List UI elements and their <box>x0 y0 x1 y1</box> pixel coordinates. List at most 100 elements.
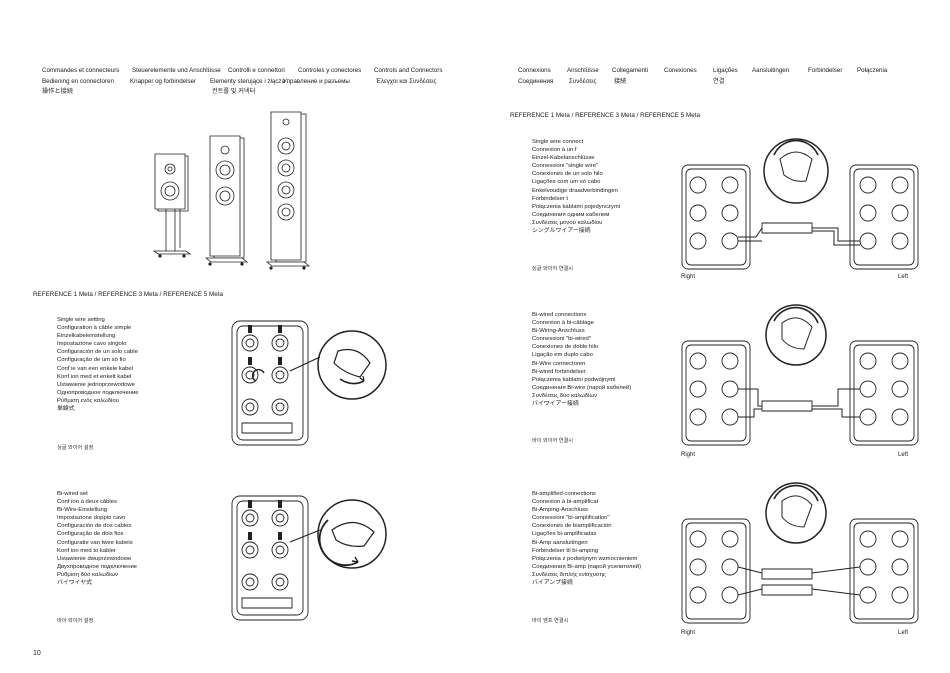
header-left-r1-2: Controlli e connettori <box>228 67 285 74</box>
header-left-r2-0: Bediening en connectoren <box>42 78 114 85</box>
list-item: Połączenia kablami pojedynczymi <box>532 203 621 210</box>
header-right-r1-6: Forbindelser <box>808 67 843 74</box>
list-item: Connessioni "bi-amplification" <box>532 515 610 522</box>
single-wire-connect-korean: 싱글 와이어 연결시 <box>532 266 574 272</box>
list-item: Συνδέσεις μονού καλωδίου <box>532 219 603 226</box>
bi-wired-set-diagram <box>228 490 388 625</box>
header-right-r1-0: Connexions <box>518 67 551 74</box>
list-item: Configuração de dois fios <box>57 531 124 538</box>
list-item: Połączenia kablami podwójnymi <box>532 376 616 383</box>
header-right-r2-0: Соединения <box>518 78 554 85</box>
header-left-r2-4: Έλεγχοι και Συνδέσεις <box>376 78 437 85</box>
header-left-r1-0: Commandes et connecteurs <box>42 67 120 74</box>
header-left-r3-0: 操作と接続 <box>42 88 73 95</box>
list-item: Einzelkabeleinstellung <box>57 333 116 340</box>
page-number: 10 <box>33 650 41 657</box>
list-item: バイワイヤ式 <box>57 580 93 587</box>
header-right-r1-5: Aansluitingen <box>752 67 790 74</box>
header-left-r2-2: Elementy sterujące i złącza <box>210 78 285 85</box>
bi-wired-set-korean: 바이 와이어 설정 <box>57 618 94 624</box>
list-item: Połączenia z podwójnym wzmocnieniem <box>532 555 638 562</box>
header-left-r3-2: 컨트롤 및 커넥터 <box>212 88 256 95</box>
list-item: Configuration à câble simple <box>57 325 132 332</box>
list-item: Bi-Amp aansluitingen <box>532 539 588 546</box>
bi-wired-connections-diagram <box>678 305 918 451</box>
list-item: Connessioni "bi-wired" <box>532 336 591 343</box>
list-item: Bi-Wire connectoren <box>532 360 586 367</box>
list-item: Single wire setting <box>57 317 105 323</box>
list-item: Konf ion med to kabler <box>57 547 116 554</box>
list-item: Bi-Wire-Einstellung <box>57 507 108 514</box>
header-left-r2-3: Управление и разъемы <box>283 78 350 85</box>
list-item: Conf ie van een enkele kabel <box>57 365 133 372</box>
list-item: Соединения Bi-amp (парой усилителей) <box>532 563 642 570</box>
list-item: Однопроводное подключение <box>57 389 139 396</box>
list-item: Configuração de um só fio <box>57 357 126 364</box>
list-item: Bi-amplified connections <box>532 491 596 497</box>
right-speaker-label-3: Right <box>681 630 696 636</box>
list-item: バイワイアー接続 <box>532 401 579 408</box>
single-wire-connect-list: Single wire connect Connexion à un f Ein… <box>532 138 620 235</box>
header-left-r1-4: Controls and Connectors <box>374 67 443 74</box>
list-item: Соединения одним кабелем <box>532 211 610 218</box>
right-reference-models: REFERENCE 1 Meta / REFERENCE 3 Meta / RE… <box>510 112 701 119</box>
list-item: Einzel-Kabelanschlüsse <box>532 155 595 162</box>
list-item: Συνδέσεις δύο καλωδίων <box>532 392 598 399</box>
list-item: Двухпроводное подключение <box>57 563 138 570</box>
header-right-r2-2: 接続 <box>614 78 627 85</box>
list-item: Bi-wired connections <box>532 312 587 318</box>
left-reference-models: REFERENCE 1 Meta / REFERENCE 3 Meta / RE… <box>33 291 224 298</box>
list-item: Impostazione doppio cavo <box>57 515 126 522</box>
list-item: Ligações bi-amplificadas <box>532 531 597 538</box>
left-speaker-label-2: Left <box>898 452 909 458</box>
list-item: 単線式 <box>57 406 75 413</box>
header-left-r2-1: Knapper og forbindelser <box>130 78 197 85</box>
single-wire-setting-list: Single wire setting Configuration à câbl… <box>57 316 139 413</box>
bi-amplified-connections-list: Bi-amplified connections Connexion à bi-… <box>532 490 641 587</box>
list-item: Enkelvoudige draadverbindingen <box>532 187 618 194</box>
bi-amplified-connections-diagram <box>678 483 918 629</box>
list-item: Single wire connect <box>532 139 584 145</box>
list-item: Configuración de dos cables <box>57 523 132 530</box>
list-item: Forbindelser til bi-amping <box>532 547 599 554</box>
list-item: Connexion à bi-amplificat <box>532 499 599 506</box>
list-item: Conf ion à deux câbles <box>57 499 117 506</box>
speaker-family-illustration <box>150 108 330 270</box>
list-item: Connexion à un f <box>532 147 577 154</box>
list-item: Configuración de un solo cable <box>57 349 138 356</box>
list-item: Соединения Bi-wire (парой кабелей) <box>532 384 632 391</box>
header-left-r1-1: Steuerelemente und Anschlüsse <box>132 67 221 74</box>
header-right-r1-3: Conexiones <box>664 67 697 74</box>
list-item: Bi-Wiring-Anschluss <box>532 328 585 335</box>
header-right-r1-7: Połączenia <box>857 67 888 74</box>
list-item: Impostazione cavo singolo <box>57 341 127 348</box>
header-right-r1-4: Ligações <box>713 67 738 74</box>
list-item: Conexiones de doble hilo <box>532 344 599 351</box>
single-wire-setting-korean: 싱글 와이어 설정 <box>57 445 94 451</box>
bi-wired-connections-korean: 바이 와이어 연결시 <box>532 438 574 444</box>
header-right-r2-4: 연결 <box>713 78 725 85</box>
list-item: Connexion à bi-câblage <box>532 320 594 327</box>
bi-wired-set-list: Bi-wired set Conf ion à deux câbles Bi-W… <box>57 490 137 587</box>
header-right-r2-1: Συνδέσεις <box>569 78 597 85</box>
list-item: Forbindelser t <box>532 195 569 202</box>
right-speaker-label-1: Right <box>681 274 696 280</box>
list-item: Bi-wired forbindelser <box>532 368 586 375</box>
list-item: Bi-Amping-Anschluss <box>532 507 588 514</box>
right-speaker-label-2: Right <box>681 452 696 458</box>
left-speaker-label-1: Left <box>898 274 909 280</box>
list-item: Ligação em duplo cabo <box>532 352 593 359</box>
list-item: Ρύθμιση ενός καλωδίου <box>57 397 119 404</box>
list-item: Συνδέσεις διπλής ενίσχυσης <box>532 571 606 578</box>
left-speaker-label-3: Left <box>898 630 909 636</box>
list-item: Ρύθμιση δύο καλωδίων <box>57 571 118 578</box>
list-item: Conexiones de un solo hilo <box>532 171 603 178</box>
list-item: Ustawienie jednoprzewodowe <box>57 381 135 388</box>
bi-amplified-connections-korean: 바이 앰프 연결시 <box>532 618 569 624</box>
header-right-r1-2: Collegamenti <box>612 67 649 74</box>
list-item: Conexiones de biamplificación <box>532 523 612 530</box>
single-wire-setting-diagram <box>228 315 388 450</box>
header-left-r1-3: Controles y conectores <box>298 67 362 74</box>
list-item: Bi-wired set <box>57 491 88 497</box>
single-wire-connect-diagram <box>678 135 918 275</box>
